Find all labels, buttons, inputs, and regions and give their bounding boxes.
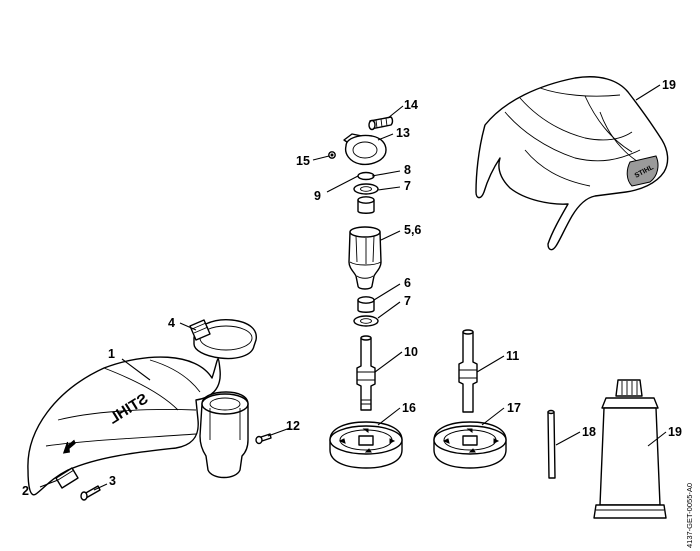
shaft-housing <box>348 226 382 290</box>
callout-11: 11 <box>506 349 519 363</box>
callout-8: 8 <box>404 163 411 177</box>
callout-18: 18 <box>582 425 596 439</box>
callout-14: 14 <box>404 98 418 112</box>
callout-10: 10 <box>404 345 418 359</box>
callout-3: 3 <box>109 474 116 488</box>
deflector-guard: STIHL <box>27 356 249 496</box>
upper-washers <box>353 171 379 214</box>
leader-lines <box>39 84 667 491</box>
callout-6: 6 <box>404 276 411 290</box>
callout-17: 17 <box>507 401 521 415</box>
callout-13: 13 <box>396 126 410 140</box>
callouts: 1 2 3 4 5,6 6 7 7 8 9 10 11 12 13 14 15 … <box>22 78 682 498</box>
grease-tube <box>593 379 667 519</box>
thrust-plate-16 <box>329 421 403 469</box>
thrust-plate-17 <box>433 421 507 469</box>
lower-bush <box>353 296 379 327</box>
callout-16: 16 <box>402 401 416 415</box>
document-id: 4137-GET-0055-A0 <box>685 483 694 548</box>
callout-19-tube: 19 <box>668 425 682 439</box>
callout-5-6: 5,6 <box>404 223 421 237</box>
drive-shaft-10 <box>356 335 376 411</box>
callout-2: 2 <box>22 484 29 498</box>
callout-12: 12 <box>286 419 300 433</box>
callout-1: 1 <box>108 347 115 361</box>
clamp-assembly <box>328 116 394 166</box>
drive-shaft-11 <box>458 329 478 413</box>
callout-15: 15 <box>296 154 310 168</box>
pin-18 <box>547 409 556 479</box>
callout-9: 9 <box>314 189 321 203</box>
safety-glasses: STIHL <box>475 76 669 251</box>
callout-4: 4 <box>168 316 175 330</box>
callout-7-lower: 7 <box>404 294 411 308</box>
screw-12 <box>255 433 272 445</box>
callout-19-glasses: 19 <box>662 78 676 92</box>
hose-clamp <box>189 319 257 360</box>
callout-7-upper: 7 <box>404 179 411 193</box>
